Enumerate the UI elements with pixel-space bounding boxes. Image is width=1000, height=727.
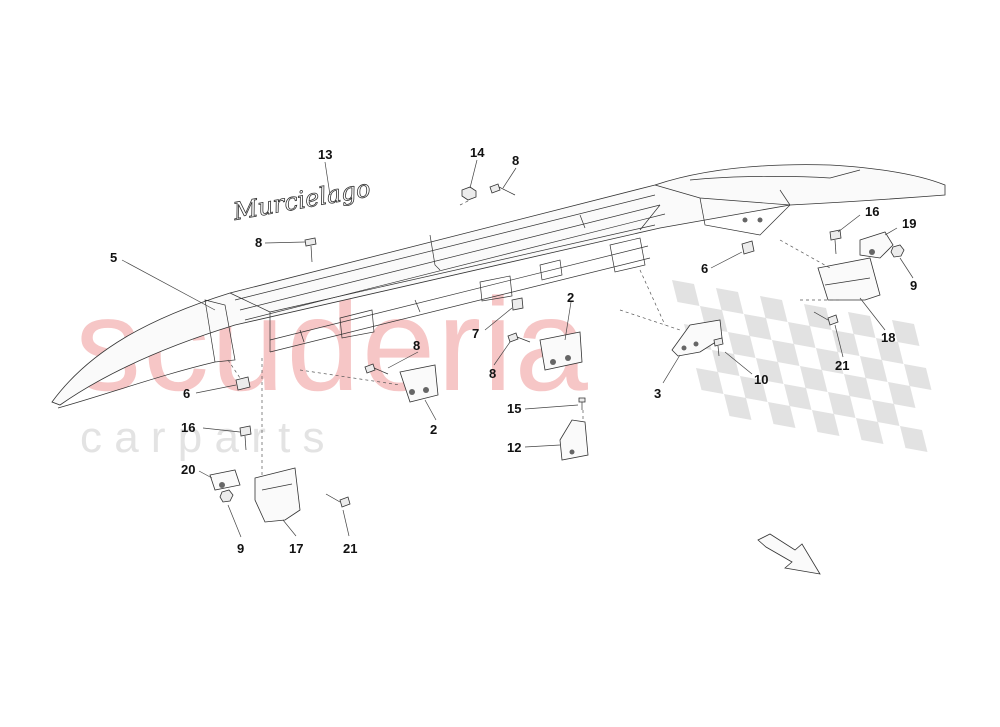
watermark-checker-square <box>892 320 920 346</box>
callout-labels: 13 14 8 8 5 6 6 16 19 9 2 7 8 8 18 21 10… <box>110 145 917 556</box>
watermark-checker-square <box>844 374 872 400</box>
watermark-checker-square <box>832 330 860 356</box>
watermark-checker-square <box>740 376 768 402</box>
callout-17: 17 <box>289 541 303 556</box>
watermark-checker-square <box>800 366 828 392</box>
watermark-checker-square <box>788 322 816 348</box>
callout-6: 6 <box>701 261 708 276</box>
callout-6: 6 <box>183 386 190 401</box>
callout-21: 21 <box>835 358 849 373</box>
callout-14: 14 <box>470 145 485 160</box>
callout-8: 8 <box>413 338 420 353</box>
callout-3: 3 <box>654 386 661 401</box>
direction-arrow-icon <box>757 533 821 575</box>
callout-16: 16 <box>865 204 879 219</box>
model-emblem: Murcielago <box>230 174 372 226</box>
watermark-checker-square <box>856 418 884 444</box>
watermark-checker-square <box>816 348 844 374</box>
watermark-checker-square <box>876 338 904 364</box>
watermark-checker-square <box>804 304 832 330</box>
callout-9: 9 <box>237 541 244 556</box>
callout-8: 8 <box>512 153 519 168</box>
callout-18: 18 <box>881 330 895 345</box>
watermark-checker-square <box>712 350 740 376</box>
callout-21: 21 <box>343 541 357 556</box>
callout-15: 15 <box>507 401 521 416</box>
watermark-checker-square <box>756 358 784 384</box>
callout-2: 2 <box>430 422 437 437</box>
callout-8: 8 <box>489 366 496 381</box>
callout-5: 5 <box>110 250 117 265</box>
watermark-checker-square <box>744 314 772 340</box>
watermark-checker-square <box>784 384 812 410</box>
watermark-checker-square <box>772 340 800 366</box>
watermark-checker-square <box>904 364 932 390</box>
callout-9: 9 <box>910 278 917 293</box>
watermark-checker-square <box>768 402 796 428</box>
watermark-checker-square <box>848 312 876 338</box>
callout-13: 13 <box>318 147 332 162</box>
watermark-checker-square <box>672 280 700 306</box>
callout-20: 20 <box>181 462 195 477</box>
watermark-checker-flag <box>672 280 932 452</box>
callout-16: 16 <box>181 420 195 435</box>
callout-8: 8 <box>255 235 262 250</box>
callout-2: 2 <box>567 290 574 305</box>
leader-lines <box>121 159 914 538</box>
watermark-checker-square <box>900 426 928 452</box>
watermark-checker-square <box>728 332 756 358</box>
watermark-checker-square <box>828 392 856 418</box>
bumper-beam <box>51 164 946 409</box>
callout-19: 19 <box>902 216 916 231</box>
watermark-checker-square <box>860 356 888 382</box>
hardware-parts <box>209 183 905 523</box>
watermark-checker-square <box>760 296 788 322</box>
callout-12: 12 <box>507 440 521 455</box>
watermark-checker-square <box>812 410 840 436</box>
watermark-checker-square <box>716 288 744 314</box>
watermark-checker-square <box>888 382 916 408</box>
watermark-checker-square <box>872 400 900 426</box>
watermark-checker-square <box>696 368 724 394</box>
watermark-subtitle: c a r p a r t s <box>80 413 325 462</box>
callout-7: 7 <box>472 326 479 341</box>
callout-10: 10 <box>754 372 768 387</box>
watermark-checker-square <box>724 394 752 420</box>
